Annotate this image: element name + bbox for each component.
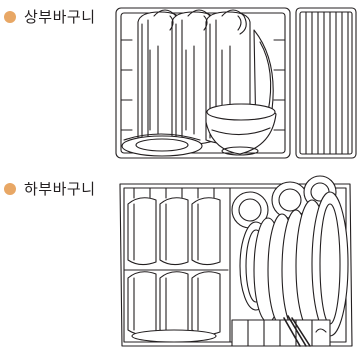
upper-side-tray	[296, 8, 356, 158]
lower-bowls	[124, 198, 228, 342]
upper-basket-section: 상부바구니	[0, 0, 362, 170]
upper-rack-icon	[0, 0, 362, 170]
upper-saucer	[122, 134, 202, 156]
lower-rack-icon	[0, 170, 362, 351]
lower-basket-section: 하부바구니	[0, 170, 362, 351]
lower-cutlery-basket	[232, 316, 330, 346]
